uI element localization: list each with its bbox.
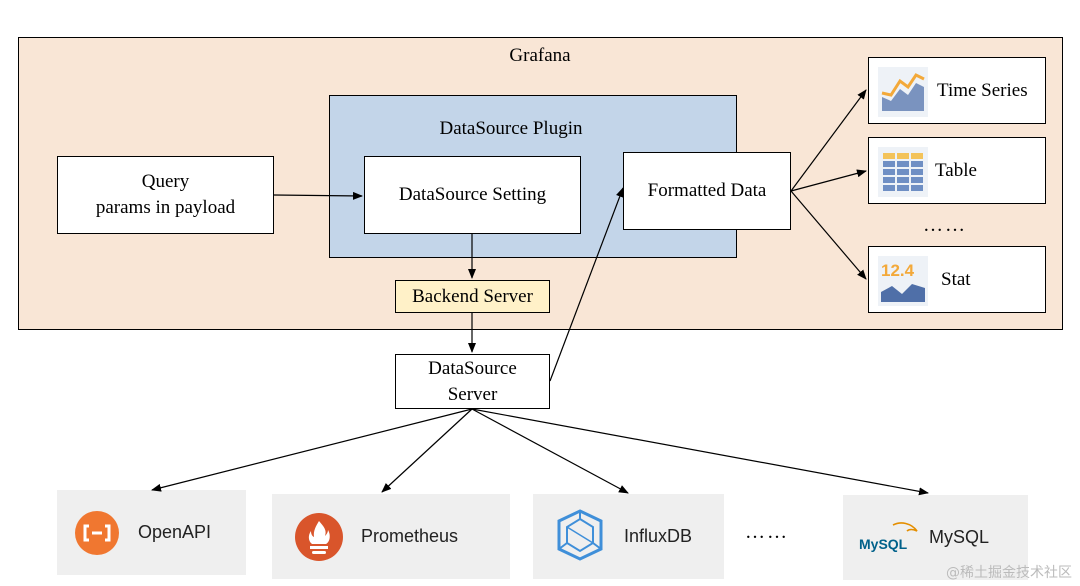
datasource-plugin-title: DataSource Plugin xyxy=(439,118,583,139)
server-to-mysql-arrow xyxy=(471,408,929,496)
formatted-data-box: Formatted Data xyxy=(623,152,791,230)
prometheus-label: Prometheus xyxy=(361,526,459,546)
prometheus-card: Prometheus xyxy=(272,494,510,579)
stat-panel-value: 12.4 xyxy=(881,261,915,280)
grafana-title: Grafana xyxy=(509,45,571,66)
table-panel: Table xyxy=(868,137,1046,204)
query-line1: Query xyxy=(141,171,190,192)
stat-panel: 12.4 Stat xyxy=(868,246,1046,313)
influxdb-label: InfluxDB xyxy=(624,526,693,546)
time-series-panel: Time Series xyxy=(868,57,1046,124)
mysql-label: MySQL xyxy=(929,527,990,547)
openapi-label: OpenAPI xyxy=(138,522,212,542)
openapi-logo-icon xyxy=(75,511,119,555)
datasource-server-line2: Server xyxy=(447,383,498,405)
query-box: Query params in payload xyxy=(57,156,274,234)
datasource-setting-label: DataSource Setting xyxy=(398,184,547,205)
mysql-logo-icon: MySQL xyxy=(859,522,918,552)
influxdb-card: InfluxDB xyxy=(533,494,724,579)
watermark: @稀土掘金技术社区 xyxy=(946,565,1072,581)
stat-panel-icon: 12.4 xyxy=(878,256,928,306)
backend-server-label: Backend Server xyxy=(412,285,533,307)
backend-server-box: Backend Server xyxy=(395,280,550,313)
mysql-logo-text: MySQL xyxy=(859,536,908,552)
stat-label: Stat xyxy=(941,268,971,290)
prometheus-logo-icon xyxy=(295,513,343,561)
server-to-influxdb-arrow xyxy=(471,408,629,494)
datasource-server-line1: DataSource xyxy=(428,357,517,379)
time-series-chart-icon xyxy=(878,67,928,117)
datasource-server-box: DataSource Server xyxy=(395,354,550,409)
formatted-data-label: Formatted Data xyxy=(647,180,767,201)
panels-ellipsis: …… xyxy=(923,214,967,236)
time-series-label: Time Series xyxy=(937,79,1028,101)
query-line2: params in payload xyxy=(95,197,236,218)
openapi-card: OpenAPI xyxy=(57,490,246,575)
server-to-openapi-arrow xyxy=(151,408,473,492)
sources-ellipsis: …… xyxy=(745,521,789,543)
mysql-card: MySQL MySQL xyxy=(843,495,1028,580)
table-grid-icon xyxy=(878,147,928,197)
table-label: Table xyxy=(935,159,977,181)
datasource-setting-box: DataSource Setting xyxy=(364,156,581,234)
server-to-prometheus-arrow xyxy=(381,408,473,493)
influxdb-logo-icon xyxy=(557,509,603,561)
